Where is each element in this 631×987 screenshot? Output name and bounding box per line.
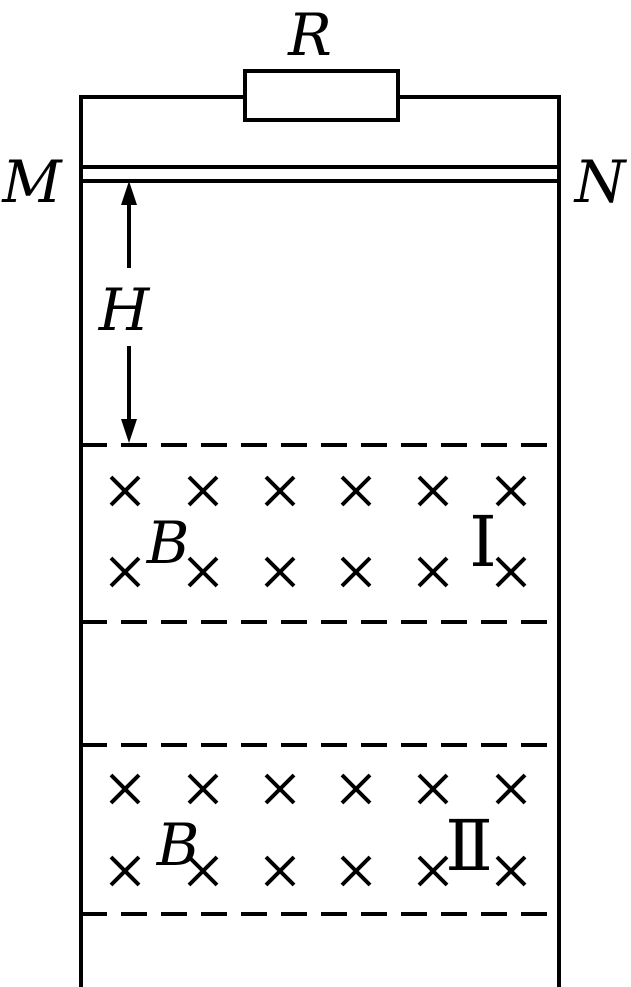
field-cross-mark (495, 855, 527, 887)
field-cross-mark (187, 855, 219, 887)
field-cross-mark (187, 773, 219, 805)
height-arrow (121, 181, 137, 443)
field-cross-mark (264, 773, 296, 805)
rod-end-n-label: N (573, 148, 628, 216)
field-cross-mark (264, 855, 296, 887)
field-cross-mark (187, 556, 219, 588)
field-cross-mark (417, 855, 449, 887)
field-cross-mark (109, 773, 141, 805)
field-cross-mark (417, 475, 449, 507)
field-cross-mark (417, 556, 449, 588)
field-cross-mark (495, 773, 527, 805)
field-cross-mark (417, 773, 449, 805)
height-label: H (98, 276, 151, 344)
field-cross-mark (264, 556, 296, 588)
field-cross-mark (495, 556, 527, 588)
field-cross-mark (340, 556, 372, 588)
field-2-label: B (156, 811, 200, 879)
conducting-rod (81, 165, 559, 183)
resistor-label: R (287, 1, 332, 69)
region-1-label: Ⅰ (469, 505, 497, 582)
field-cross-mark (340, 855, 372, 887)
field-cross-mark (264, 475, 296, 507)
field-cross-mark (109, 855, 141, 887)
rod-end-m-label: M (1, 148, 63, 216)
field-cross-mark (495, 475, 527, 507)
field-cross-mark (340, 773, 372, 805)
field-cross-mark (187, 475, 219, 507)
resistor (243, 69, 400, 122)
field-1-label: B (146, 509, 190, 577)
region-1-field-crosses (109, 475, 527, 588)
field-cross-mark (109, 475, 141, 507)
field-cross-mark (340, 475, 372, 507)
region-2-field-crosses (109, 773, 527, 887)
field-cross-mark (109, 556, 141, 588)
region-2-label: Ⅱ (445, 809, 493, 886)
